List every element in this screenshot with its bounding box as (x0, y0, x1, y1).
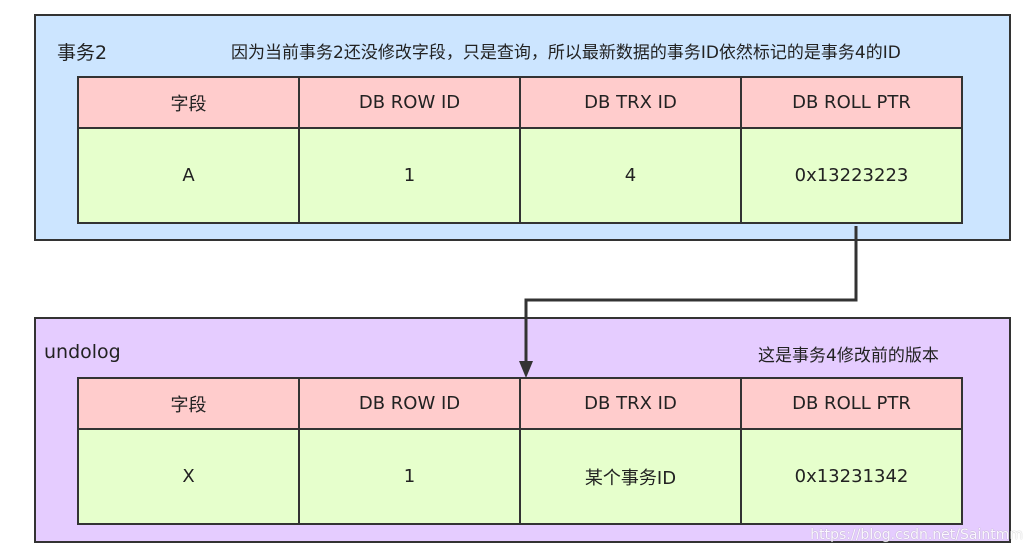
current-row-table: 字段 DB ROW ID DB TRX ID DB ROLL PTR A 1 4… (77, 76, 963, 224)
header-db-roll-ptr: DB ROLL PTR (740, 76, 963, 129)
cell-db-trx-id: 4 (519, 127, 742, 224)
header-db-trx-id: DB TRX ID (519, 76, 742, 129)
table-row: X 1 某个事务ID 0x13231342 (77, 428, 963, 525)
cell-db-row-id: 1 (298, 428, 521, 525)
table-header-row: 字段 DB ROW ID DB TRX ID DB ROLL PTR (77, 377, 963, 430)
watermark: https://blog.csdn.net/Saintmm (810, 527, 1023, 543)
undolog-row-table: 字段 DB ROW ID DB TRX ID DB ROLL PTR X 1 某… (77, 377, 963, 525)
header-field: 字段 (77, 377, 300, 430)
panel-label: 事务2 (57, 42, 108, 64)
panel-label: undolog (44, 341, 121, 363)
panel-note: 这是事务4修改前的版本 (758, 346, 939, 366)
header-db-row-id: DB ROW ID (298, 76, 521, 129)
header-field: 字段 (77, 76, 300, 129)
cell-field: A (77, 127, 300, 224)
connector-line (524, 226, 858, 363)
header-db-trx-id: DB TRX ID (519, 377, 742, 430)
table-row: A 1 4 0x13223223 (77, 127, 963, 224)
cell-db-row-id: 1 (298, 127, 521, 224)
panel-note: 因为当前事务2还没修改字段，只是查询，所以最新数据的事务ID依然标记的是事务4的… (231, 43, 901, 63)
header-db-row-id: DB ROW ID (298, 377, 521, 430)
header-db-roll-ptr: DB ROLL PTR (740, 377, 963, 430)
table-header-row: 字段 DB ROW ID DB TRX ID DB ROLL PTR (77, 76, 963, 129)
cell-db-roll-ptr: 0x13231342 (740, 428, 963, 525)
cell-db-roll-ptr: 0x13223223 (740, 127, 963, 224)
cell-db-trx-id: 某个事务ID (519, 428, 742, 525)
arrow-head-icon (519, 361, 533, 378)
cell-field: X (77, 428, 300, 525)
